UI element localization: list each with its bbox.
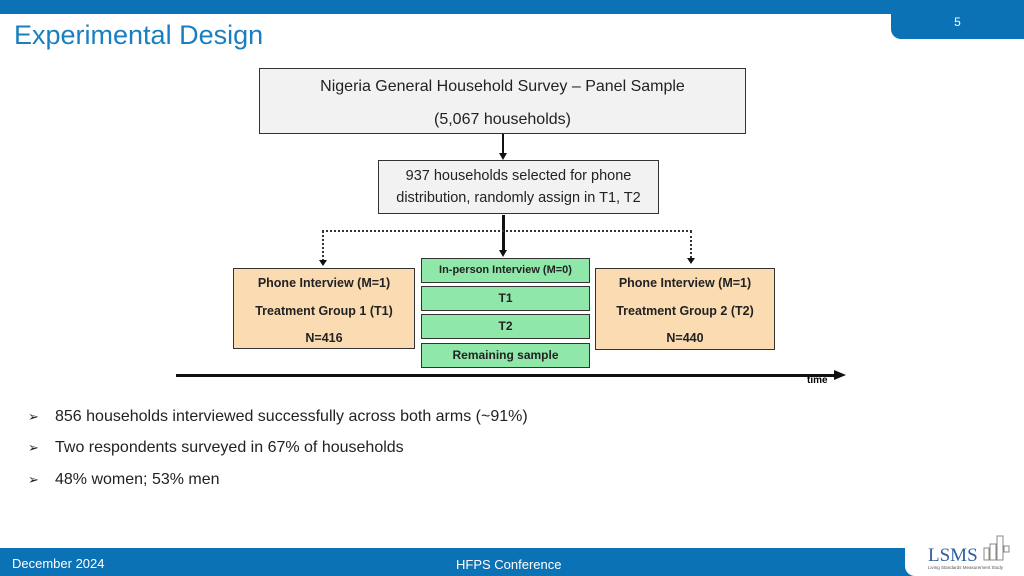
bullet-text: 856 households interviewed successfully … — [55, 408, 528, 425]
treatment-group-2-box: Phone Interview (M=1) Treatment Group 2 … — [595, 268, 775, 350]
survey-box: Nigeria General Household Survey – Panel… — [259, 68, 746, 134]
lsms-logo-subtitle: Living Standards Measurement Study — [928, 565, 1004, 570]
people-logo-icon — [983, 535, 1010, 561]
lsms-logo: LSMS — [928, 545, 978, 566]
slide-title: Experimental Design — [14, 20, 264, 50]
dotted-connector — [322, 231, 324, 261]
dotted-connector — [690, 231, 692, 258]
arrow-right-icon — [834, 370, 846, 380]
bullet-item: ➢ 856 households interviewed successfully… — [28, 408, 528, 426]
t1-line3: N=416 — [305, 331, 343, 345]
bullet-text: Two respondents surveyed in 67% of house… — [55, 439, 404, 456]
arrow-bullet-icon: ➢ — [28, 472, 39, 487]
arrow-down-icon — [319, 260, 327, 266]
treatment-group-1-box: Phone Interview (M=1) Treatment Group 1 … — [233, 268, 415, 349]
arrow-down-icon — [687, 258, 695, 264]
t2-line2: Treatment Group 2 (T2) — [616, 303, 754, 318]
arrow-bullet-icon: ➢ — [28, 440, 39, 455]
bullet-item: ➢ Two respondents surveyed in 67% of hous… — [28, 439, 404, 457]
survey-line1: Nigeria General Household Survey – Panel… — [320, 78, 685, 95]
inperson-t1: T1 — [421, 286, 590, 311]
selected-line1: 937 households selected for phone — [405, 168, 632, 184]
survey-line2: (5,067 households) — [434, 111, 571, 128]
footer-date: December 2024 — [12, 556, 105, 571]
inperson-remaining: Remaining sample — [421, 343, 590, 368]
time-label: time — [807, 375, 828, 386]
inperson-header: In-person Interview (M=0) — [421, 258, 590, 283]
footer-bar — [0, 548, 1024, 576]
timeline — [176, 374, 836, 377]
t2-line1: Phone Interview (M=1) — [618, 276, 752, 290]
t2-line3: N=440 — [666, 331, 704, 345]
footer-conference: HFPS Conference — [456, 557, 562, 572]
selected-line2: distribution, randomly assign in T1, T2 — [396, 190, 641, 206]
connector — [502, 134, 504, 153]
t1-line2: Treatment Group 1 (T1) — [255, 303, 393, 318]
dotted-connector — [322, 230, 692, 232]
connector — [502, 215, 505, 251]
bullet-text: 48% women; 53% men — [55, 471, 220, 488]
inperson-t2: T2 — [421, 314, 590, 339]
arrow-bullet-icon: ➢ — [28, 409, 39, 424]
arrow-down-icon — [499, 250, 507, 257]
bullet-item: ➢ 48% women; 53% men — [28, 471, 220, 489]
t1-line1: Phone Interview (M=1) — [257, 276, 391, 290]
slide-number: 5 — [891, 0, 1024, 39]
logo-area — [905, 532, 1024, 576]
selected-box: 937 households selected for phone distri… — [378, 160, 659, 214]
arrow-down-icon — [499, 153, 507, 160]
top-bar — [0, 0, 1024, 14]
